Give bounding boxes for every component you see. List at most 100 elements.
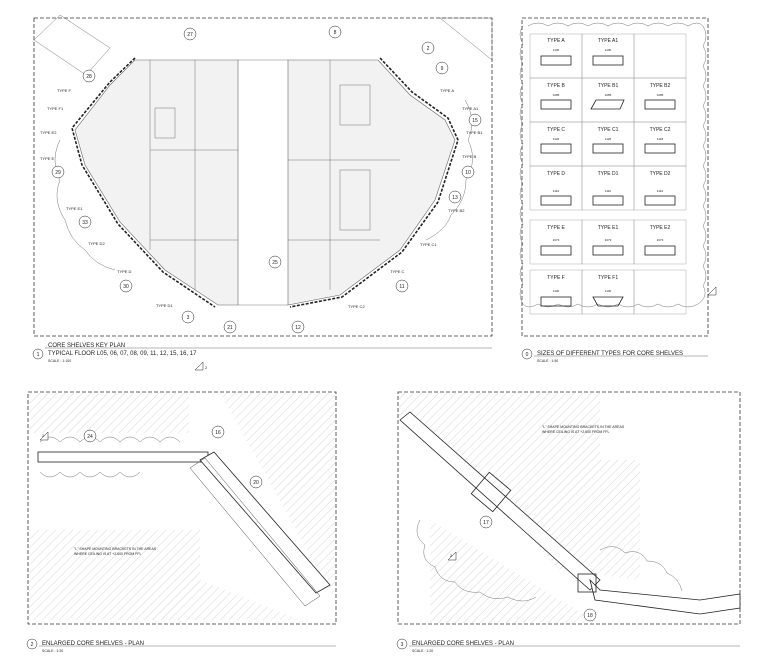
callout-tag: 24	[83, 429, 97, 443]
shelf-strip	[399, 411, 601, 591]
type-label: TYPE A1	[462, 106, 479, 111]
type-row: TYPE C TYPE C1 TYPE C2 1126 1126 1118	[529, 121, 687, 167]
type-name: TYPE D	[547, 171, 565, 177]
callout-tag: 25	[268, 255, 282, 269]
type-name: TYPE D2	[650, 171, 671, 177]
dimension-text: 1130	[553, 48, 560, 52]
key-plan-title-block: 1 CORE SHELVES KEY PLAN TYPICAL FLOOR L0…	[32, 343, 492, 371]
callout-tag: 13	[448, 190, 462, 204]
type-label: TYPE E2	[40, 130, 57, 135]
svg-text:13: 13	[452, 195, 458, 201]
svg-text:10: 10	[465, 170, 471, 176]
dimension-text: 1126	[605, 137, 612, 141]
shelf-shape	[590, 99, 625, 110]
type-label: TYPE E	[40, 156, 55, 161]
type-name: TYPE E1	[598, 225, 619, 231]
svg-text:8: 8	[334, 30, 337, 36]
type-name: TYPE D1	[598, 171, 619, 177]
callout-tag: 17	[479, 515, 493, 529]
drawing-scale: SCALE : 1:100	[48, 359, 71, 363]
svg-text:20: 20	[253, 480, 259, 486]
key-plan-frame	[33, 17, 493, 337]
dimension-text: 1118	[657, 137, 664, 141]
enlarged-plan-3-title-block: 3 ENLARGED CORE SHELVES - PLAN SCALE : 1…	[396, 638, 740, 653]
svg-text:25: 25	[272, 260, 278, 266]
shelf-strip	[589, 578, 741, 615]
shelf-shape	[592, 195, 624, 206]
type-name: TYPE B2	[650, 83, 671, 89]
svg-text:12: 12	[295, 325, 301, 331]
type-label: TYPE D2	[88, 241, 105, 246]
svg-text:33: 33	[82, 220, 88, 226]
revision-tag: 2	[42, 433, 45, 438]
core-left	[74, 59, 239, 306]
type-label-group-left: TYPE F TYPE F1 TYPE E2 TYPE E TYPE E1 TY…	[40, 88, 173, 308]
types-table-panel: TYPE A TYPE A1 1130 1130 TYPE B TYPE B1 …	[519, 17, 717, 363]
callout-tag: 16	[211, 425, 225, 439]
type-label: TYPE A	[440, 88, 454, 93]
shelf-shape	[540, 99, 572, 110]
type-row: TYPE A TYPE A1 1130 1130	[529, 33, 687, 79]
shelf-shape	[644, 195, 676, 206]
enlarged-plan-3-frame	[397, 391, 741, 625]
type-label: TYPE B1	[466, 130, 483, 135]
bracket-detail-box	[470, 471, 512, 513]
type-name: TYPE F	[547, 275, 565, 281]
callout-tag: 15	[468, 113, 482, 127]
note-text: WHERE CEILING IS AT +2.600 FROM FFL	[74, 552, 142, 556]
shelf-shape	[540, 245, 572, 256]
type-name: TYPE A1	[598, 38, 619, 44]
svg-text:24: 24	[87, 434, 93, 440]
drawing-number: 3	[401, 642, 404, 648]
shelf-strip-edge	[189, 457, 321, 607]
dimension-text: 1085	[657, 93, 664, 97]
drawing-title: CORE SHELVES KEY PLAN	[48, 343, 125, 349]
type-name: TYPE A	[547, 38, 565, 44]
dimension-text: 1085	[605, 93, 612, 97]
svg-text:2: 2	[427, 46, 430, 52]
note-text: "L" SHAPE MOUNTING BRACKETS IN THE AREAS	[74, 547, 157, 551]
dimension-text: 1130	[553, 289, 560, 293]
drawing-number: 2	[31, 642, 34, 648]
revision-cloud	[39, 436, 181, 478]
drawing-title: SIZES OF DIFFERENT TYPES FOR CORE SHELVE…	[537, 351, 683, 357]
type-row: TYPE F TYPE F1 1130 1130	[529, 269, 687, 315]
core-right	[287, 59, 456, 306]
dimension-text: 1126	[553, 137, 560, 141]
revision-cloud	[425, 99, 473, 241]
type-label: TYPE C1	[420, 242, 437, 247]
callout-tag: 18	[583, 608, 597, 622]
svg-text:30: 30	[123, 284, 129, 290]
type-label: TYPE F1	[47, 106, 64, 111]
callout-tag: 10	[461, 165, 475, 179]
bracket-detail-box	[577, 573, 597, 593]
callout-tag: 27	[183, 27, 197, 41]
shelf-shape	[540, 143, 572, 154]
svg-text:15: 15	[472, 118, 478, 124]
revision-cloud	[599, 546, 683, 592]
shelf-shape	[592, 245, 624, 256]
drawing-number: 1	[37, 352, 40, 358]
type-label: TYPE D	[117, 269, 132, 274]
drawing-scale: SCALE : 1:20	[412, 649, 433, 653]
callout-tag: 9	[435, 61, 449, 75]
callout-tag: 8	[328, 25, 342, 39]
type-name: TYPE B	[547, 83, 565, 89]
enlarged-plan-2-frame	[27, 391, 337, 625]
svg-text:16: 16	[215, 430, 221, 436]
type-row: TYPE E TYPE E1 TYPE E2 1073 1073 1073	[529, 219, 687, 265]
type-row: TYPE D TYPE D1 TYPE D2 1110 1110 1110	[529, 165, 687, 211]
type-label: TYPE C2	[348, 304, 365, 309]
callout-tag: 11	[395, 279, 409, 293]
revision-tag: 2	[205, 365, 208, 370]
shelf-run-left	[71, 57, 216, 308]
shelf-shape	[540, 55, 572, 66]
callout-tag: 12	[291, 320, 305, 334]
drawing-title: ENLARGED CORE SHELVES - PLAN	[412, 641, 514, 647]
drawing-number: 0	[526, 352, 529, 358]
revision-cloud	[519, 22, 707, 308]
svg-text:9: 9	[441, 66, 444, 72]
type-name: TYPE F1	[598, 275, 619, 281]
shelf-strip	[37, 451, 209, 463]
type-label: TYPE B	[462, 154, 477, 159]
